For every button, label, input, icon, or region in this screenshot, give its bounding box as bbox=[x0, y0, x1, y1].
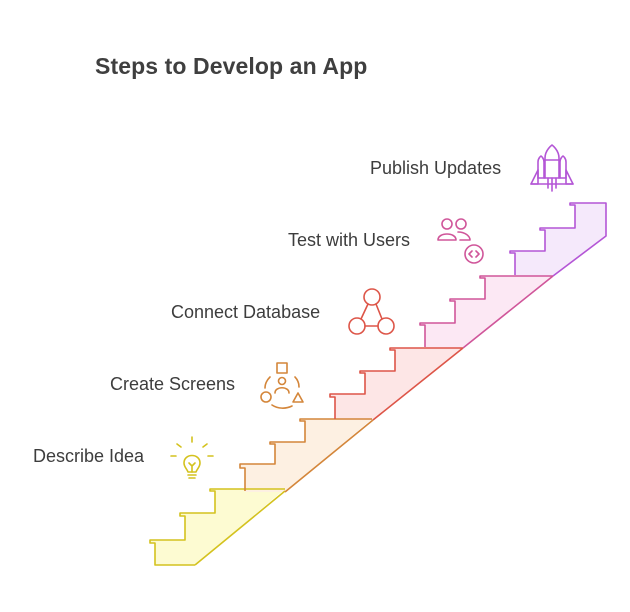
shapes-person-icon bbox=[260, 362, 304, 409]
step-label-publish-updates: Publish Updates bbox=[370, 158, 502, 178]
step-section-2-fill bbox=[240, 419, 372, 492]
users-code-icon bbox=[437, 218, 484, 264]
network-nodes-icon bbox=[348, 288, 395, 335]
step-section-5-fill bbox=[510, 203, 606, 276]
step-section-4-fill bbox=[420, 276, 553, 348]
step-section-3-fill bbox=[330, 348, 463, 420]
step-section-1-fill bbox=[150, 489, 285, 565]
lightbulb-icon bbox=[170, 436, 214, 479]
step-label-test-with-users: Test with Users bbox=[288, 230, 411, 250]
step-section-5-outline bbox=[509, 202, 607, 277]
diagram-title: Steps to Develop an App bbox=[95, 53, 368, 79]
step-label-describe-idea: Describe Idea bbox=[33, 446, 145, 466]
step-section-3-outline bbox=[329, 347, 464, 421]
step-label-create-screens: Create Screens bbox=[110, 374, 236, 394]
step-section-1-outline bbox=[149, 488, 286, 566]
step-section-4-outline bbox=[419, 275, 554, 349]
step-label-connect-database: Connect Database bbox=[171, 302, 321, 322]
rocket-icon bbox=[530, 144, 574, 192]
step-section-2-outline bbox=[239, 418, 374, 493]
